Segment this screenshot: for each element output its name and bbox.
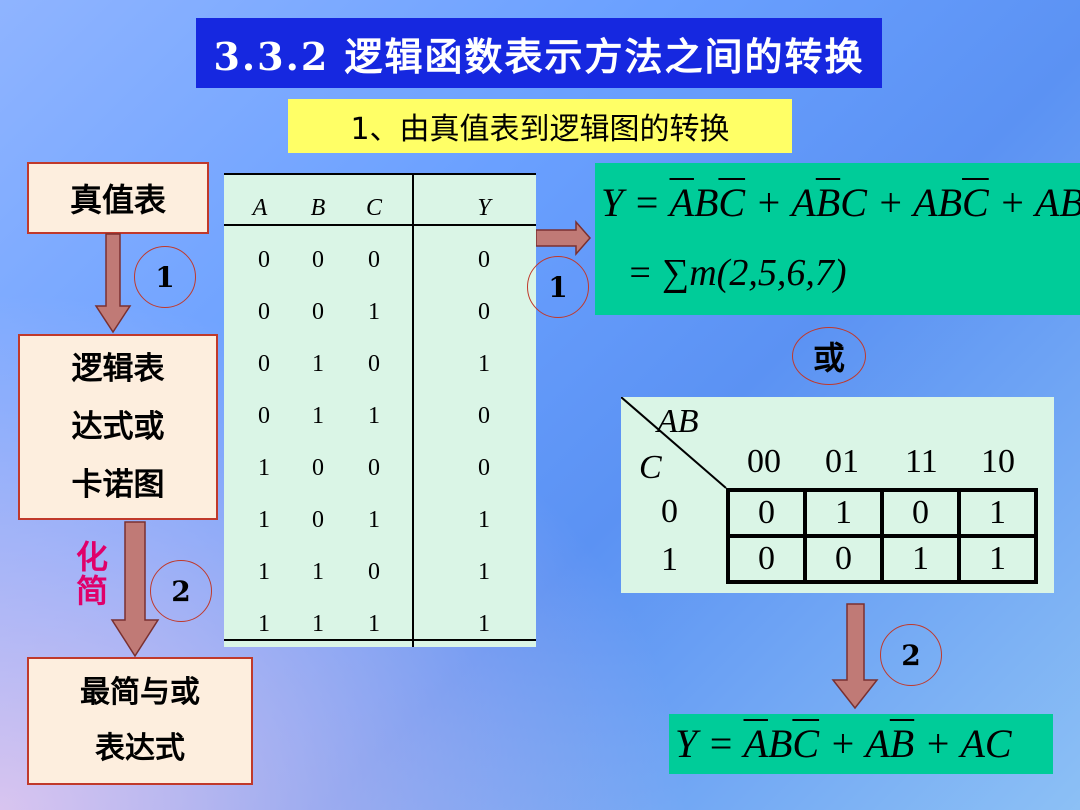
- truth-cell-b: 0: [312, 507, 324, 533]
- simplest-expression-box: 最简与或 表达式: [27, 657, 253, 785]
- kmap-col-01: 01: [825, 443, 859, 480]
- box2-line-1: 逻辑表: [71, 351, 165, 387]
- slide-title: 3.3.2 逻辑函数表示方法之间的转换: [196, 18, 882, 88]
- truth-cell-a: 0: [258, 247, 270, 273]
- box2-line-2: 达式或: [71, 409, 165, 445]
- kmap-row-var: C: [639, 449, 662, 486]
- kmap-cell: 0: [882, 490, 959, 536]
- kmap-col-10: 10: [981, 443, 1015, 480]
- truth-cell-c: 1: [368, 507, 380, 533]
- kmap-row-0: 0: [661, 493, 678, 530]
- truth-cell-y: 0: [478, 455, 490, 481]
- truth-cell-c: 1: [368, 299, 380, 325]
- kmap-diagonal: [621, 397, 727, 489]
- header-a: A: [252, 195, 268, 221]
- truth-table: A B C Y 0 0 0 0 0 0 1 0 0 1 0 1 0 1 1 0 1 0 0 0 1 0 1 1 1 1 0 1 1 1 1 1: [224, 173, 536, 647]
- truth-cell-c: 1: [368, 611, 380, 637]
- or-circle: 或: [792, 327, 866, 385]
- step-2-label-right: 2: [901, 638, 921, 672]
- truth-cell-a: 0: [258, 351, 270, 377]
- down-arrow-2: [110, 521, 160, 658]
- truth-cell-y: 0: [478, 403, 490, 429]
- truth-table-box: 真值表: [27, 162, 209, 234]
- table-bottom-rule: [224, 639, 536, 641]
- truth-cell-b: 1: [312, 403, 324, 429]
- kmap-col-var: AB: [657, 403, 699, 440]
- table-divider: [412, 173, 414, 647]
- right-arrow-1: [535, 220, 591, 256]
- step-1-circle-left: 1: [134, 246, 196, 308]
- truth-cell-c: 0: [368, 247, 380, 273]
- step-2-label-left: 2: [171, 574, 191, 608]
- truth-cell-a: 1: [258, 455, 270, 481]
- step-2-circle-left: 2: [150, 560, 212, 622]
- truth-cell-c: 0: [368, 455, 380, 481]
- truth-cell-b: 1: [312, 559, 324, 585]
- or-label: 或: [812, 339, 845, 377]
- truth-cell-c: 0: [368, 351, 380, 377]
- truth-cell-a: 1: [258, 507, 270, 533]
- minterm-equation-box: Y = ABC + ABC + ABC + ABC = ∑m(2,5,6,7): [595, 163, 1080, 315]
- simplify-char-2: 简: [75, 572, 108, 610]
- box3-line-1: 最简与或: [80, 675, 200, 710]
- truth-cell-y: 1: [478, 351, 490, 377]
- simplify-char-1: 化: [75, 538, 108, 576]
- kmap-cell: 0: [728, 536, 805, 582]
- step-1-label-right: 1: [548, 270, 568, 304]
- expression-or-kmap-box: 逻辑表 达式或 卡诺图: [18, 334, 218, 520]
- step-1-circle-right: 1: [527, 256, 589, 318]
- truth-cell-b: 0: [312, 455, 324, 481]
- truth-cell-y: 0: [478, 299, 490, 325]
- slide-subtitle: 1、由真值表到逻辑图的转换: [288, 99, 792, 153]
- truth-table-box-label: 真值表: [69, 181, 166, 219]
- truth-cell-b: 1: [312, 611, 324, 637]
- kmap-col-00: 00: [747, 443, 781, 480]
- simplify-label: 化 简: [74, 540, 110, 608]
- header-c: C: [365, 195, 382, 221]
- truth-cell-a: 0: [258, 403, 270, 429]
- truth-cell-b: 0: [312, 299, 324, 325]
- minterm-sum: = ∑m(2,5,6,7): [627, 252, 847, 294]
- box2-line-3: 卡诺图: [71, 467, 165, 503]
- truth-cell-a: 1: [258, 611, 270, 637]
- simplified-equation: Y = ABC + AB + AC: [675, 721, 1012, 766]
- box3-line-2: 表达式: [95, 731, 185, 766]
- truth-cell-b: 0: [312, 247, 324, 273]
- step-2-circle-right: 2: [880, 624, 942, 686]
- table-header-rule: [224, 224, 536, 226]
- kmap-cell: 1: [805, 490, 882, 536]
- truth-cell-a: 0: [258, 299, 270, 325]
- truth-cell-y: 0: [478, 247, 490, 273]
- truth-cell-c: 1: [368, 403, 380, 429]
- kmap-cell: 1: [959, 490, 1036, 536]
- down-arrow-1: [94, 233, 132, 334]
- truth-cell-y: 1: [478, 559, 490, 585]
- kmap-cell: 0: [728, 490, 805, 536]
- kmap-cell: 1: [882, 536, 959, 582]
- kmap-cell: 0: [805, 536, 882, 582]
- kmap-grid: 0 1 0 1 0 0 1 1: [726, 488, 1038, 584]
- truth-cell-c: 0: [368, 559, 380, 585]
- header-y: Y: [477, 195, 491, 221]
- kmap-col-11: 11: [905, 443, 938, 480]
- truth-cell-b: 1: [312, 351, 324, 377]
- truth-cell-a: 1: [258, 559, 270, 585]
- table-top-rule: [224, 173, 536, 175]
- truth-cell-y: 1: [478, 611, 490, 637]
- step-1-label-left: 1: [155, 260, 175, 294]
- kmap-row-1: 1: [661, 541, 678, 578]
- final-prefix: Y =: [675, 721, 744, 766]
- simplified-equation-box: Y = ABC + AB + AC: [669, 714, 1053, 774]
- kmap-cell: 1: [959, 536, 1036, 582]
- header-b: B: [310, 195, 326, 221]
- eq-prefix: Y =: [601, 180, 670, 225]
- truth-cell-y: 1: [478, 507, 490, 533]
- down-arrow-3: [831, 603, 879, 710]
- minterm-equation: Y = ABC + ABC + ABC + ABC: [601, 180, 1080, 225]
